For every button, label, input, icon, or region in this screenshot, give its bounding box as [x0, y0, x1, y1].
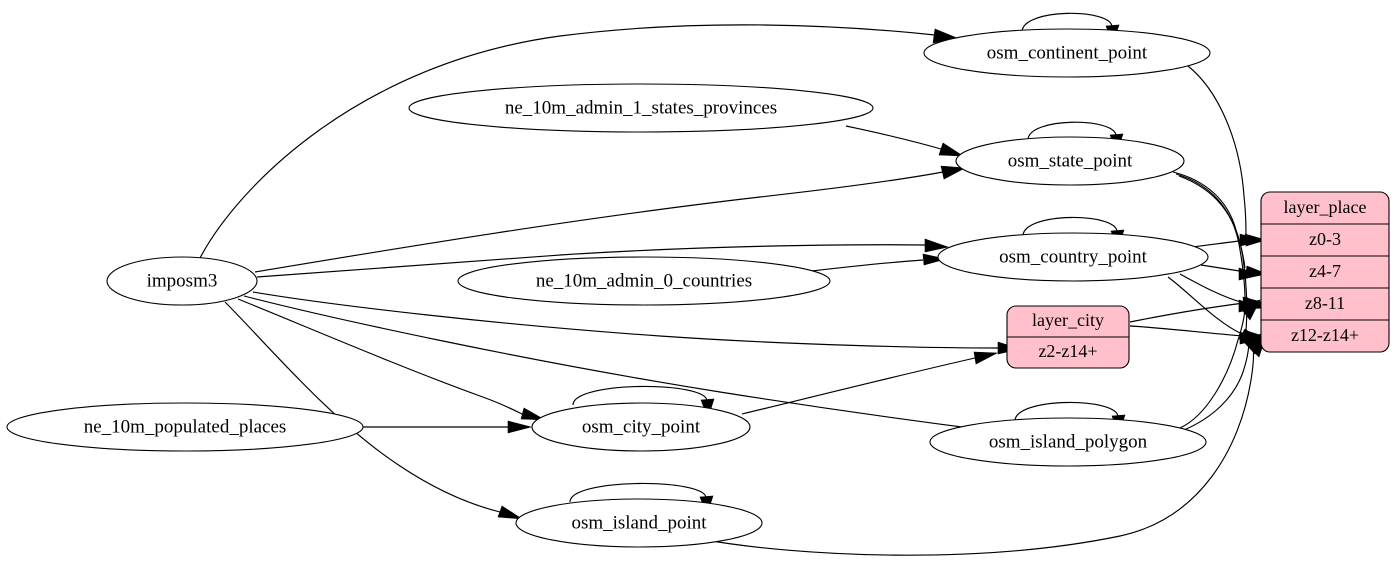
edge-imposm3-to-osm_continent_point — [199, 24, 936, 259]
edge-imposm3-to-osm_state_point — [254, 171, 944, 273]
edge-imposm3-to-layer_city — [252, 291, 999, 349]
node-label: ne_10m_populated_places — [84, 416, 287, 437]
node-label: osm_continent_point — [987, 42, 1148, 63]
edge-self-osm_island_point — [569, 482, 707, 503]
node-label: osm_country_point — [999, 246, 1147, 267]
record-row-z4-7[interactable]: z4-7 — [1309, 261, 1341, 281]
edge-layer_city-to-layer_place-z8-11 — [1129, 302, 1245, 323]
node-osm-island-polygon[interactable]: osm_island_polygon — [929, 417, 1207, 467]
node-ne-10m-populated-places[interactable]: ne_10m_populated_places — [6, 402, 364, 452]
edge-self-osm_country_point — [1022, 216, 1118, 237]
ellipse-shape — [929, 417, 1207, 467]
ellipse-shape — [106, 256, 258, 306]
node-osm-island-point[interactable]: osm_island_point — [515, 498, 763, 548]
arrowhead — [938, 142, 965, 157]
edge-imposm3-to-osm_city_point — [237, 298, 523, 415]
node-label: imposm3 — [147, 270, 218, 291]
ellipse-shape — [923, 28, 1211, 78]
node-osm-city-point[interactable]: osm_city_point — [531, 402, 751, 452]
node-osm-country-point[interactable]: osm_country_point — [937, 232, 1209, 282]
node-label: osm_island_point — [571, 512, 707, 533]
record-row-z2-z14[interactable]: z2-z14+ — [1038, 341, 1097, 361]
ellipse-shape — [408, 83, 874, 133]
edge-self-osm_city_point — [572, 385, 708, 406]
edge-osm_island_polygon-to-layer_place-z12-z14 — [1183, 339, 1250, 431]
arrowhead — [924, 238, 950, 253]
record-header-label: layer_place — [1284, 197, 1367, 217]
record-row-z12-z14[interactable]: z12-z14+ — [1291, 325, 1359, 345]
node-label: osm_island_polygon — [989, 431, 1148, 452]
ellipse-shape — [937, 232, 1209, 282]
edge-osm_city_point-to-layer_city — [741, 357, 976, 415]
node-ne-10m-admin-1-states-provinces[interactable]: ne_10m_admin_1_states_provinces — [408, 83, 874, 133]
edge-self-osm_continent_point — [1021, 12, 1113, 33]
edge-osm_country_point-to-layer_place-z0-3 — [1191, 239, 1247, 248]
edge-osm_continent_point-to-layer_place-z0-3 — [1187, 65, 1247, 235]
arrowhead — [1238, 299, 1261, 321]
record-node-layer-place[interactable]: layer_place z0-3 z4-7 z8-11 z12-z14+ — [1260, 191, 1390, 353]
edge-imposm3-to-osm_island_point — [224, 301, 501, 513]
arrowhead — [507, 420, 533, 434]
ellipse-shape — [457, 256, 831, 306]
record-header-label: layer_city — [1032, 310, 1104, 330]
record-row-z0-3[interactable]: z0-3 — [1309, 229, 1341, 249]
ellipse-shape — [955, 136, 1185, 186]
edge-osm_island_polygon-to-layer_place-z8-11 — [1179, 304, 1246, 429]
arrowhead — [497, 505, 523, 520]
node-layer: imposm3 ne_10m_admin_1_states_provinces … — [6, 28, 1390, 548]
record-row-z8-11[interactable]: z8-11 — [1305, 293, 1345, 313]
edge-self-osm_state_point — [1027, 121, 1117, 141]
node-osm-continent-point[interactable]: osm_continent_point — [923, 28, 1211, 78]
arrowhead — [973, 351, 999, 365]
edge-osm_country_point-to-layer_place-z12-z14 — [1167, 276, 1243, 335]
record-node-layer-city[interactable]: layer_city z2-z14+ — [1006, 305, 1130, 369]
ellipse-shape — [6, 402, 364, 452]
ellipse-shape — [515, 498, 763, 548]
edge-osm_country_point-to-layer_place-z8-11 — [1179, 273, 1245, 304]
arrowhead — [1244, 233, 1268, 247]
node-label: ne_10m_admin_0_countries — [536, 270, 752, 291]
edge-imposm3-to-osm_island_polygon — [243, 295, 994, 432]
edge-self-osm_island_polygon — [1014, 401, 1119, 422]
arrowhead — [520, 407, 546, 421]
edge-osm_country_point-to-layer_place-z4-7 — [1200, 264, 1247, 273]
node-label: ne_10m_admin_1_states_provinces — [505, 97, 777, 118]
node-label: osm_city_point — [582, 416, 701, 437]
edge-layer_city-to-layer_place-z12-z14 — [1129, 325, 1245, 337]
ellipse-shape — [531, 402, 751, 452]
node-osm-state-point[interactable]: osm_state_point — [955, 136, 1185, 186]
edge-osm_state_point-to-layer_place-z8-11 — [1175, 173, 1246, 301]
edge-osm_island_point-to-layer_place-z12-z14 — [699, 343, 1255, 556]
arrowhead — [940, 165, 967, 180]
edge-ne_admin0-to-osm_country_point — [811, 259, 924, 272]
record-body — [1260, 191, 1390, 353]
arrowhead — [922, 253, 947, 266]
node-imposm3[interactable]: imposm3 — [106, 256, 258, 306]
edge-ne_admin1-to-osm_state_point — [845, 125, 942, 150]
node-label: osm_state_point — [1008, 150, 1133, 171]
node-ne-10m-admin-0-countries[interactable]: ne_10m_admin_0_countries — [457, 256, 831, 306]
edge-imposm3-to-osm_country_point — [256, 244, 926, 278]
